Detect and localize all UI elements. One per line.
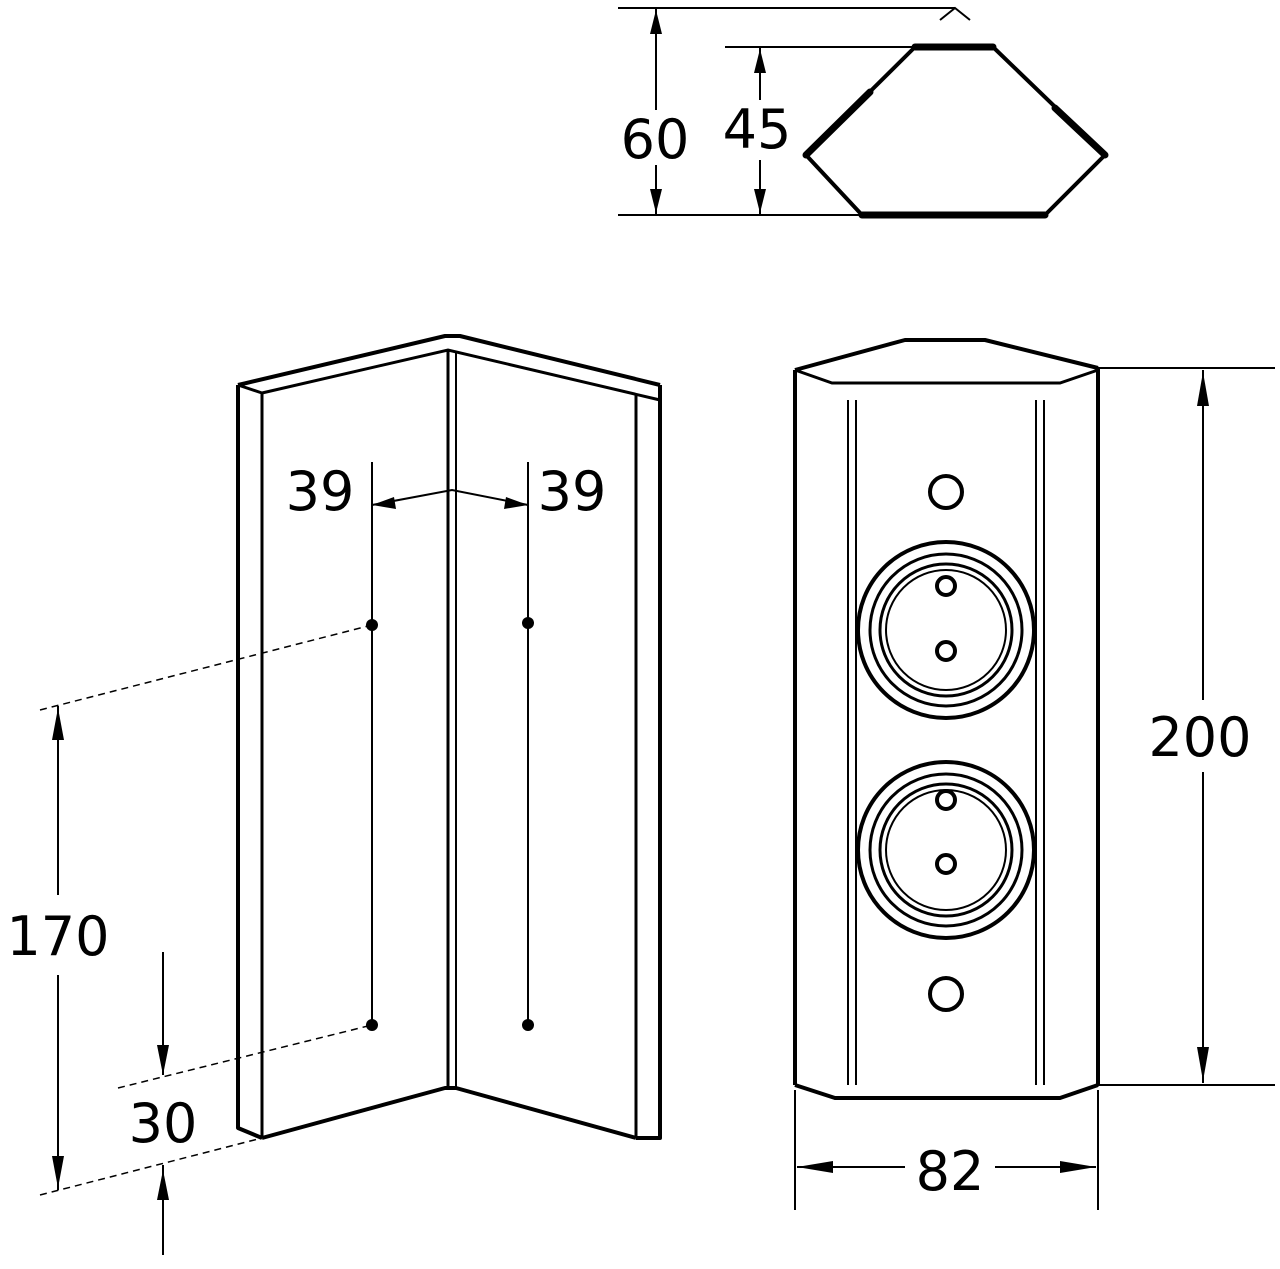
mount-hole: [522, 1019, 534, 1031]
back-view: 39 39 170 30: [6, 334, 662, 1255]
front-view: 200 82: [793, 338, 1275, 1210]
top-view-outline: [804, 45, 1107, 217]
mount-hole: [522, 617, 534, 629]
dim-60-label: 60: [621, 108, 690, 171]
dim-30-label: 30: [129, 1092, 198, 1155]
top-view: 60 45: [618, 6, 1109, 219]
dim-39-left-label: 39: [286, 460, 355, 523]
dim-39-right-label: 39: [538, 460, 607, 523]
screw-hole: [928, 976, 964, 1012]
screw-hole: [928, 474, 964, 510]
socket-outlet: [856, 540, 1036, 720]
mount-hole: [366, 1019, 378, 1031]
dim-170-label: 170: [6, 905, 109, 968]
dim-82-label: 82: [916, 1140, 985, 1203]
dim-45-label: 45: [723, 98, 792, 161]
socket-outlet: [856, 760, 1036, 940]
dim-200-label: 200: [1148, 706, 1251, 769]
